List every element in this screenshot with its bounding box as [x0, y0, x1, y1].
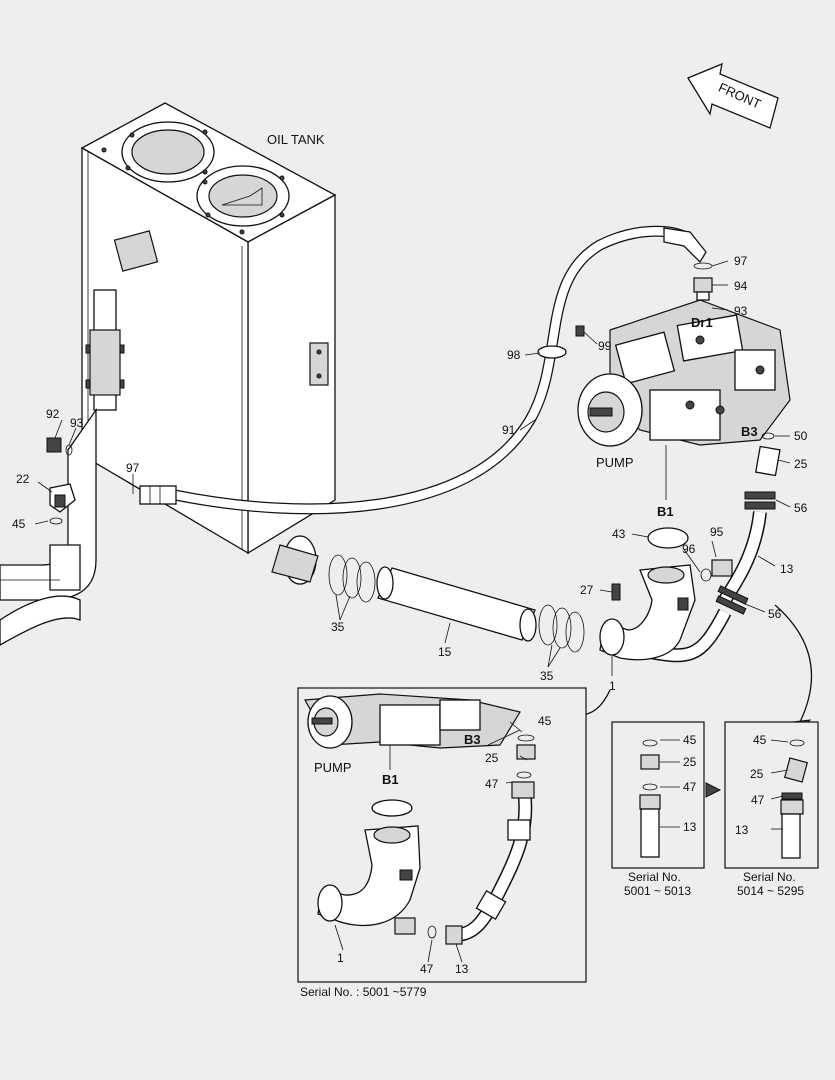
suction-pipe-1	[599, 527, 733, 661]
callout-43: 43	[612, 527, 626, 541]
callout-35-right: 35	[540, 669, 554, 683]
callout-50: 50	[794, 429, 808, 443]
inset-b-callout-45: 45	[753, 733, 767, 747]
inset-main-callout-45: 45	[538, 714, 552, 728]
callout-27: 27	[580, 583, 594, 597]
inset-a-callout-25: 25	[683, 755, 697, 769]
front-arrow: FRONT	[687, 62, 779, 129]
inset-arrow	[705, 782, 722, 798]
callout-93-top: 93	[734, 304, 748, 318]
hose-91	[139, 225, 707, 515]
oil-tank	[80, 102, 337, 555]
callout-15: 15	[438, 645, 452, 659]
callout-91: 91	[502, 423, 516, 437]
inset-main-serial: Serial No. : 5001 ~5779	[300, 985, 427, 999]
callout-99: 99	[598, 339, 612, 353]
inset-main-callout-47-bottom: 47	[420, 962, 434, 976]
elbow-fitting-22	[49, 483, 76, 525]
dr1-port-label: Dr1	[691, 315, 713, 330]
callout-94: 94	[734, 279, 748, 293]
clamps-35-right	[538, 604, 585, 653]
adapter-94	[693, 262, 713, 312]
inset-a	[611, 721, 705, 869]
inset-main-callout-13: 13	[455, 962, 469, 976]
callout-56-top: 56	[794, 501, 808, 515]
callout-97-top: 97	[734, 254, 748, 268]
hose-sleeve-15	[376, 566, 537, 642]
callout-95: 95	[710, 525, 724, 539]
callout-35-left: 35	[331, 620, 345, 634]
leader-lines	[34, 260, 791, 676]
callout-98: 98	[507, 348, 521, 362]
inset-a-serial-line1: Serial No.	[628, 870, 681, 884]
callout-1: 1	[609, 679, 616, 693]
callout-96: 96	[682, 542, 696, 556]
b1-port-label: B1	[657, 504, 674, 519]
callout-13: 13	[780, 562, 794, 576]
inset-main-pump-label: PUMP	[314, 760, 352, 775]
inset-main-callout-25: 25	[485, 751, 499, 765]
inset-main-b1-label: B1	[382, 772, 399, 787]
oil-tank-label: OIL TANK	[267, 132, 325, 147]
inset-a-callout-13: 13	[683, 820, 697, 834]
inset-a-callout-47: 47	[683, 780, 697, 794]
callout-45: 45	[12, 517, 26, 531]
inset-b-callout-25: 25	[750, 767, 764, 781]
inset-b-callout-47: 47	[751, 793, 765, 807]
hydraulic-pump	[577, 299, 791, 500]
callout-22: 22	[16, 472, 30, 486]
inset-main-callout-47: 47	[485, 777, 499, 791]
callout-97-left: 97	[126, 461, 140, 475]
inset-b-serial-line1: Serial No.	[743, 870, 796, 884]
clamps-35-left	[271, 535, 376, 603]
pump-label: PUMP	[596, 455, 634, 470]
inset-main-b3-label: B3	[464, 732, 481, 747]
inset-b-callout-13: 13	[735, 823, 749, 837]
inset-main-callout-1: 1	[337, 951, 344, 965]
inset-a-callout-45: 45	[683, 733, 697, 747]
inset-b	[724, 721, 819, 869]
b3-port-label: B3	[741, 424, 758, 439]
callout-56-bottom: 56	[768, 607, 782, 621]
callout-93: 93	[70, 416, 84, 430]
inset-main	[297, 687, 587, 983]
left-pipe-assembly	[0, 230, 159, 646]
callout-92: 92	[46, 407, 60, 421]
fitting-92	[46, 437, 73, 456]
inset-a-serial-line2: 5001 ~ 5013	[624, 884, 691, 898]
callout-25: 25	[794, 457, 808, 471]
inset-b-serial-line2: 5014 ~ 5295	[737, 884, 804, 898]
